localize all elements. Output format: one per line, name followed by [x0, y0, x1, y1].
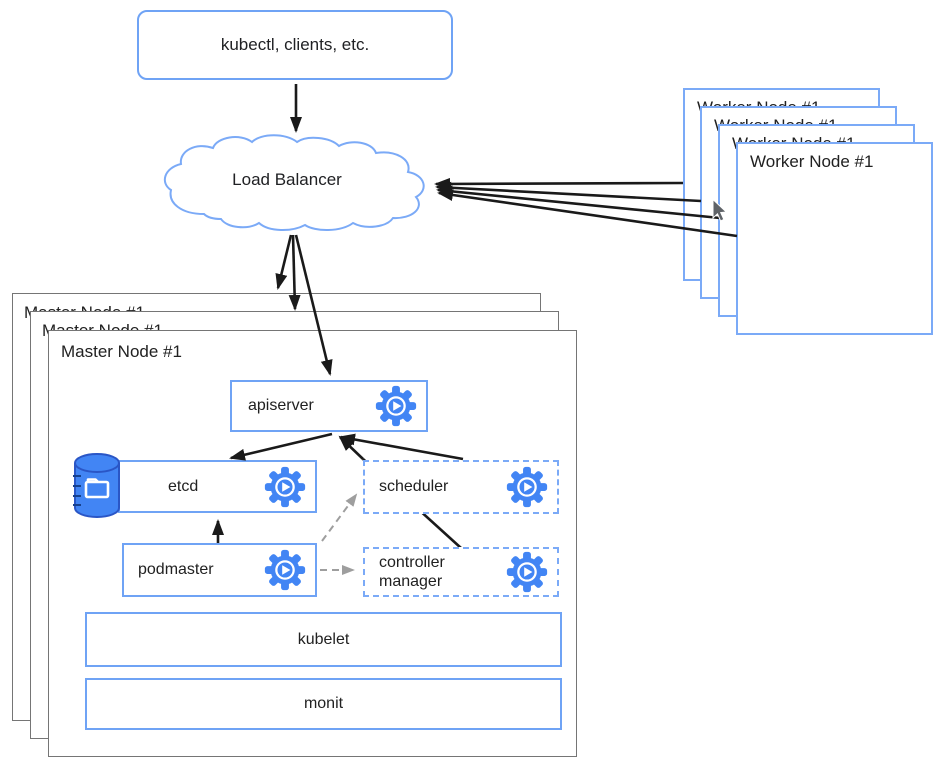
arrow-lb-to-master3	[275, 234, 293, 290]
load-balancer-label: Load Balancer	[232, 170, 342, 189]
kubelet-label: kubelet	[297, 630, 350, 648]
apiserver-label: apiserver	[248, 397, 314, 414]
gear-play-icon	[264, 549, 306, 591]
kubelet-box: kubelet	[85, 612, 562, 667]
client-box-label: kubectl, clients, etc.	[220, 35, 370, 54]
arrow-worker3-to-lb	[435, 181, 702, 203]
arrow-worker2-to-lb	[436, 185, 721, 220]
monit-label: monit	[303, 695, 344, 712]
apiserver-box: apiserver	[230, 380, 428, 432]
scheduler-box: scheduler	[363, 460, 559, 514]
etcd-box: etcd	[118, 460, 317, 513]
controller-manager-label: controller manager	[379, 554, 445, 590]
gear-play-icon	[264, 466, 306, 507]
client-box: kubectl, clients, etc.	[137, 10, 453, 80]
etcd-label: etcd	[168, 477, 199, 495]
scheduler-label: scheduler	[379, 478, 449, 495]
monit-box: monit	[85, 678, 562, 730]
podmaster-box: podmaster	[122, 543, 317, 597]
master-node-label: Master Node #1	[61, 342, 182, 361]
database-folder-icon	[73, 453, 120, 518]
gear-play-icon	[506, 551, 548, 593]
worker-node-label: Worker Node #1	[750, 152, 874, 171]
arrow-worker4-to-lb	[434, 177, 684, 190]
folder-icon	[84, 478, 110, 499]
controller-manager-box: controller manager	[363, 547, 559, 597]
gear-play-icon	[375, 385, 417, 427]
worker-node-box-1: Worker Node #1	[736, 142, 933, 335]
gear-play-icon	[506, 466, 548, 508]
podmaster-label: podmaster	[138, 561, 214, 578]
